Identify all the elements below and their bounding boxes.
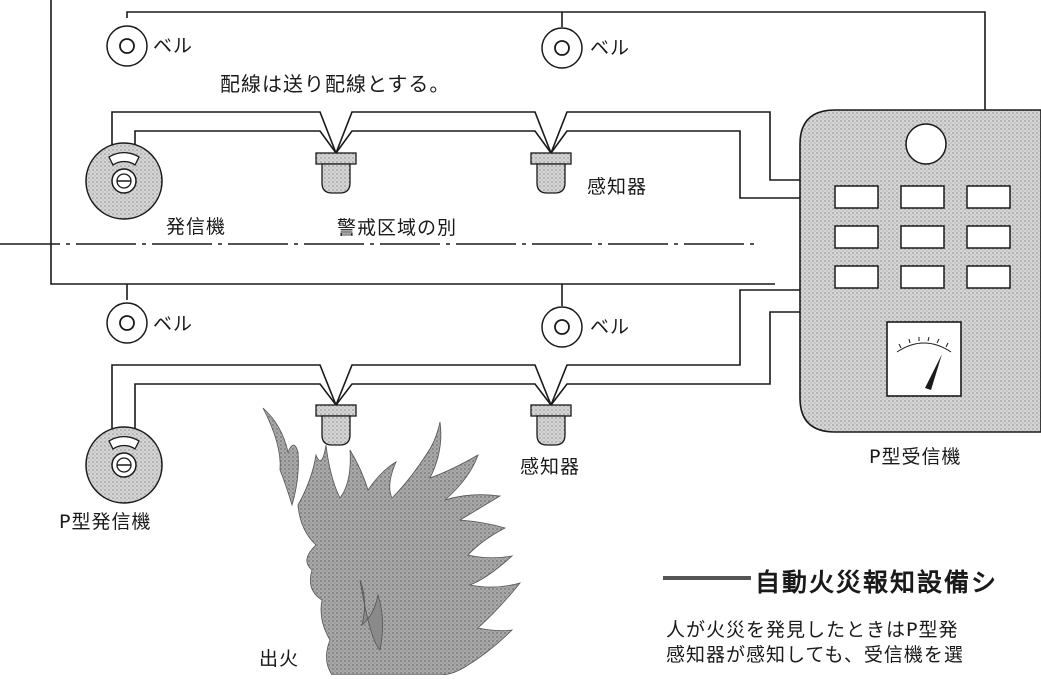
detector-icon bbox=[530, 404, 572, 446]
receiver-label: P型受信機 bbox=[869, 446, 962, 468]
section-title-rule bbox=[663, 576, 751, 580]
receiver-meter-icon bbox=[886, 321, 962, 397]
section-description-line: 人が火災を発見したときはP型発 bbox=[666, 619, 959, 641]
upper-wire-b3 bbox=[550, 130, 800, 199]
transmitter-label: 発信機 bbox=[166, 216, 227, 238]
bell-label: ベル bbox=[590, 316, 631, 338]
lower-wire-a2 bbox=[335, 364, 552, 406]
upper-wire-a1 bbox=[111, 111, 337, 154]
bell-icon bbox=[106, 25, 148, 67]
wiring-note: 配線は送り配線とする。 bbox=[220, 72, 451, 96]
receiver-lamp-icon bbox=[905, 123, 947, 165]
detector-label: 感知器 bbox=[520, 456, 581, 478]
upper-wire-a3 bbox=[550, 111, 800, 181]
lower-wire-b2 bbox=[335, 383, 552, 406]
lower-wire-a3 bbox=[550, 289, 800, 406]
lower-wire-b1 bbox=[134, 383, 337, 430]
transmitter-icon bbox=[85, 142, 163, 220]
section-title: 自動火災報知設備シ bbox=[755, 568, 999, 597]
bell-icon bbox=[106, 302, 148, 344]
lower-wire-b3 bbox=[550, 311, 800, 406]
bell-label: ベル bbox=[590, 37, 631, 59]
bell-label: ベル bbox=[153, 35, 194, 57]
bell-icon bbox=[541, 27, 583, 69]
detector-icon bbox=[530, 152, 572, 194]
fire-flame-illustration bbox=[262, 407, 522, 676]
upper-wire-a2 bbox=[335, 111, 552, 154]
section-description-line: 感知器が感知しても、受信機を選 bbox=[666, 644, 964, 666]
p-transmitter-label: P型発信機 bbox=[59, 511, 152, 533]
bell-icon bbox=[541, 306, 583, 348]
bell-wire-left-loop bbox=[50, 0, 775, 285]
detector-icon bbox=[315, 152, 357, 194]
transmitter-icon bbox=[85, 426, 163, 504]
receiver-panel bbox=[799, 109, 1041, 433]
wiring bbox=[50, 0, 986, 430]
zone-boundary-label: 警戒区域の別 bbox=[337, 217, 458, 239]
bell-wire-top bbox=[126, 11, 986, 110]
receiver-indicator-lamps bbox=[834, 185, 1011, 289]
upper-wire-b1 bbox=[134, 130, 337, 154]
detector-label: 感知器 bbox=[587, 176, 648, 198]
upper-wire-b2 bbox=[335, 130, 552, 154]
bell-label: ベル bbox=[153, 313, 194, 335]
fire-origin-label: 出火 bbox=[259, 648, 300, 670]
detector-icon bbox=[315, 404, 357, 446]
lower-wire-a1 bbox=[111, 364, 337, 430]
